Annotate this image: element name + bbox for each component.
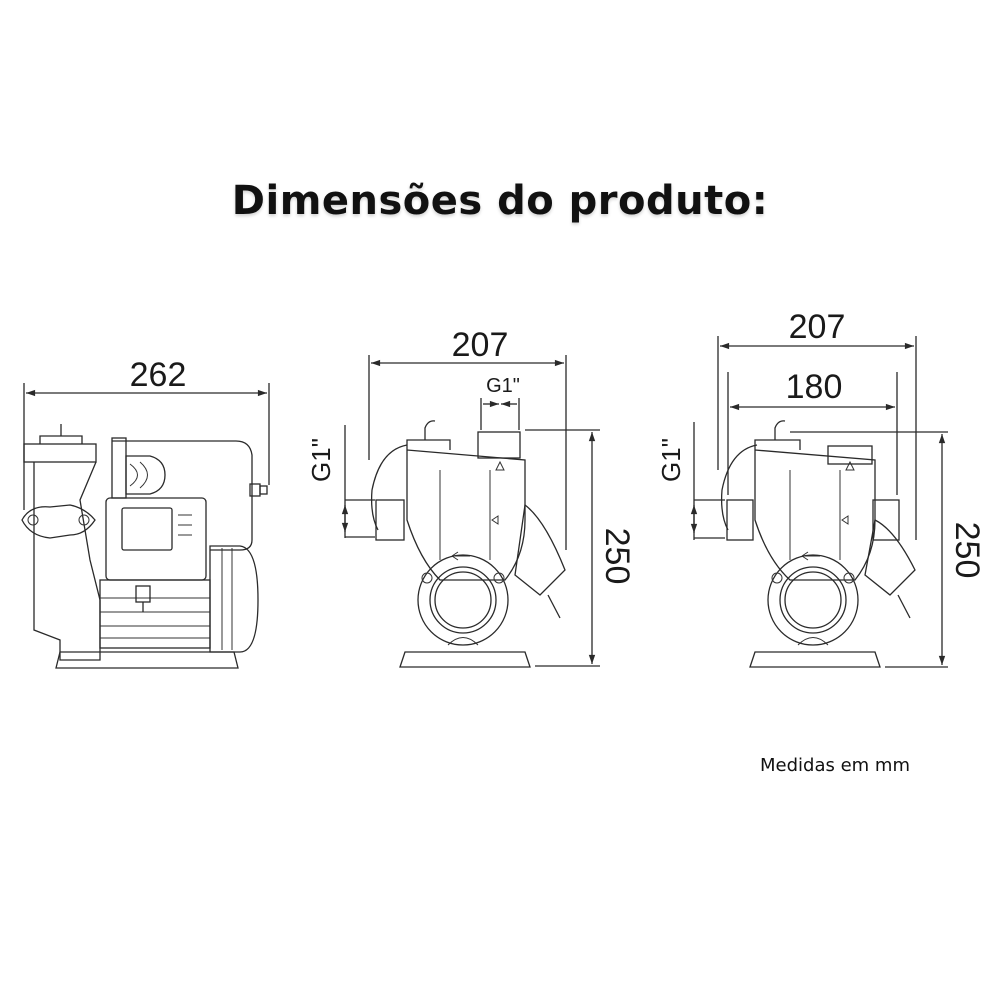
inlet-thread-label: G1" bbox=[306, 438, 336, 482]
front-view-outlet-drawing: 207 G1" 250 G1" bbox=[306, 326, 636, 668]
base-view-inlet-label: G1" bbox=[656, 438, 686, 482]
units-note: Medidas em mm bbox=[760, 755, 910, 776]
outlet-thread-label: G1" bbox=[486, 375, 520, 397]
base-view-height-label: 250 bbox=[948, 522, 986, 579]
base-width-label: 180 bbox=[786, 368, 843, 406]
front-height-label: 250 bbox=[598, 528, 636, 585]
front-view-base-drawing: 207 180 250 G1" bbox=[656, 308, 986, 668]
side-width-label: 262 bbox=[130, 356, 187, 394]
side-view-drawing: 262 bbox=[21, 356, 270, 669]
page-title: Dimensões do produto: bbox=[231, 178, 769, 224]
front-width-label: 207 bbox=[452, 326, 509, 364]
base-view-width-label: 207 bbox=[789, 308, 846, 346]
